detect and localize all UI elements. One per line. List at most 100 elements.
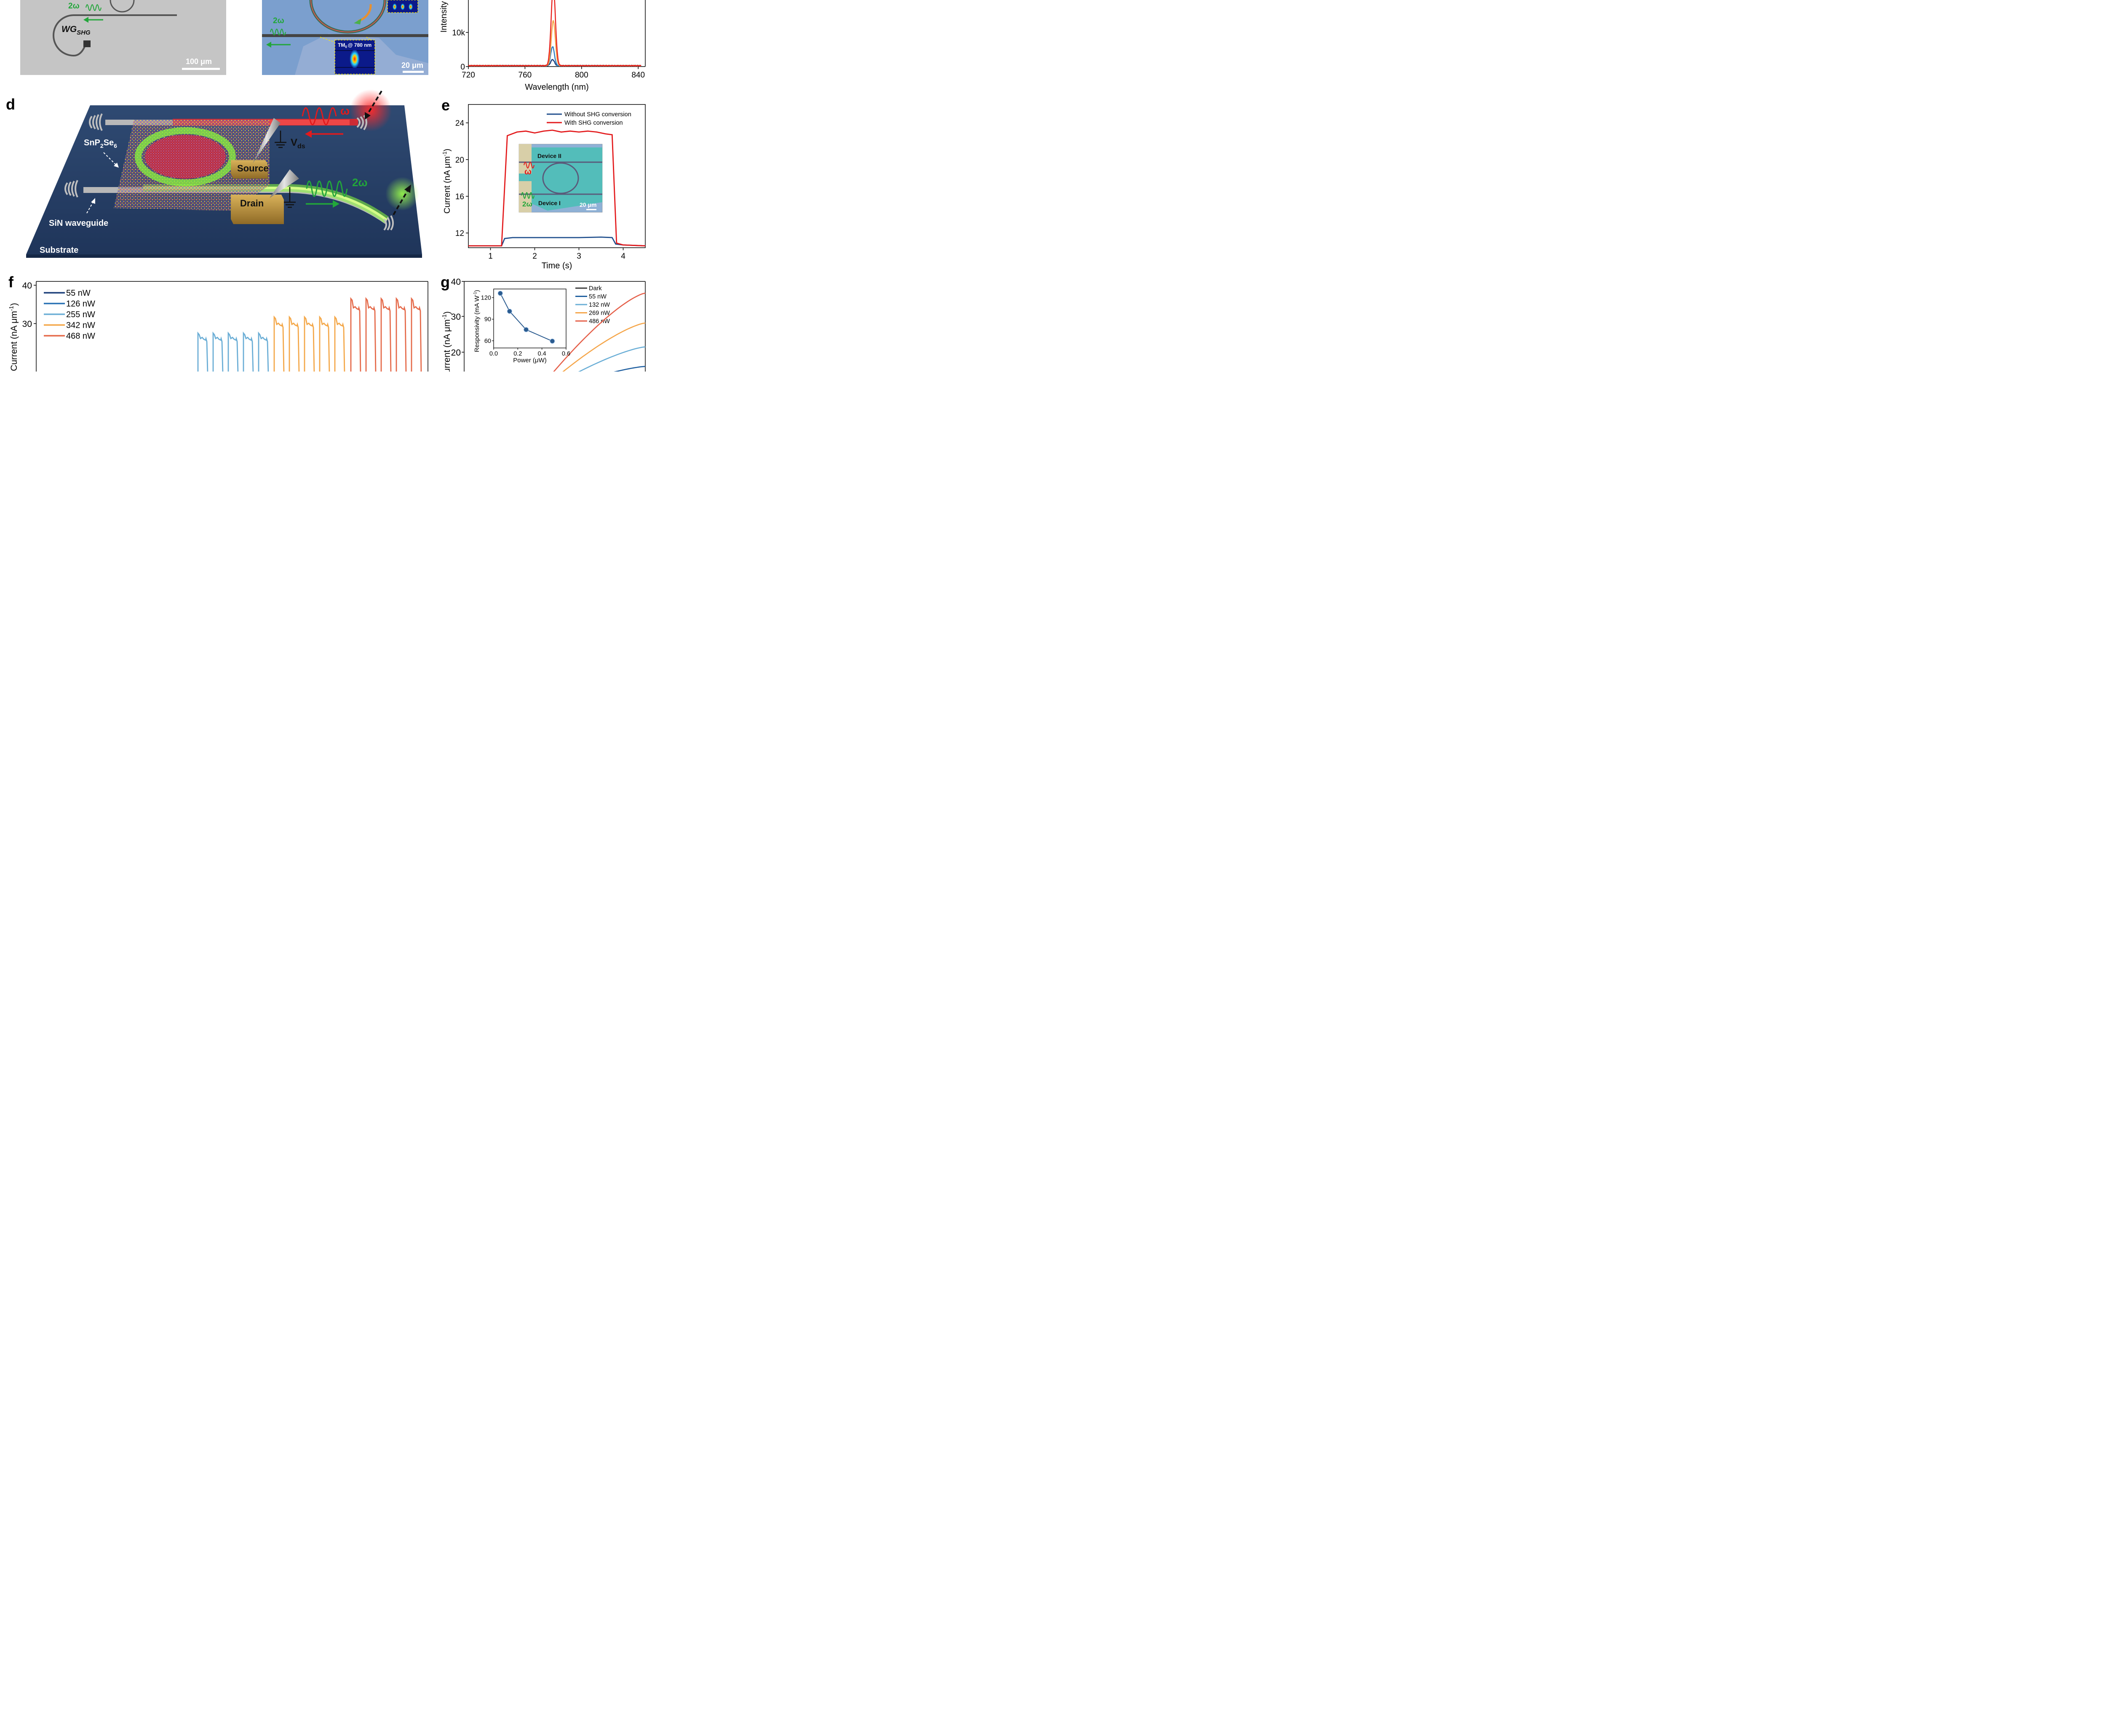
y-tick-label: 24 [455,119,465,128]
green-glow [385,177,419,211]
pulse-trace [334,315,345,372]
pulse-trace [319,315,330,372]
x-tick-label: 2 [532,252,537,261]
pulse-trace [197,331,208,372]
x-tick-label: 3 [577,252,581,261]
panel-label-f: f [8,273,14,291]
probe-tip-source [253,118,281,163]
x-tick-label: 720 [462,71,475,80]
inset-x-axis-label: Power (μW) [513,357,546,364]
pulse-trace [227,331,239,372]
pulse-trace [365,297,377,372]
legend-label: With SHG conversion [564,120,623,126]
material-label: SnP2Se6 [84,138,117,149]
output-beam-arrow [393,190,409,216]
source-label: Source [237,163,269,174]
wave-icon [270,29,286,35]
y-tick-label: 40 [451,277,461,287]
inset-x-tick-label: 0.2 [513,350,522,357]
drain-electrode [231,195,284,224]
ground-icon [275,131,296,208]
wave-icon [306,180,348,197]
sin-waveguide-bottom [83,187,388,224]
legend-label: 55 nW [589,294,607,300]
y-tick-label: 30 [22,319,32,329]
grating-coupler-icon [64,113,394,231]
device2-label: Device II [537,152,561,159]
y-tick-label: 40 [22,281,32,291]
y-tick-label: 20 [455,156,464,165]
panel-label-d: d [6,96,15,113]
mode-label: TM0@ 780 nm [338,42,371,49]
inset-point [550,338,555,344]
iv-curve [553,292,646,372]
inset-x-tick-label: 0.4 [538,350,546,357]
drain-label: Drain [240,198,264,209]
x-tick-label: 840 [631,71,645,80]
pulse-trace [396,297,407,372]
legend-label: 468 nW [66,332,95,341]
pulse-trace [258,331,269,372]
y-axis-label: Current (nA μm-1) [8,303,19,371]
pulse-trace [350,297,361,372]
legend-label: 126 nW [66,300,95,309]
inset-y-tick-label: 60 [484,338,491,345]
x-tick-label: 1 [488,252,493,261]
legend-label: 342 nW [66,321,95,330]
probe-tip-drain [270,169,299,198]
omega-label: ω [340,104,350,117]
plot-frame [468,104,646,248]
inset-y-tick-label: 120 [481,294,491,301]
x-axis-label: Wavelength (nm) [525,83,589,92]
legend-label: 132 nW [589,302,610,308]
pulse-trace [380,297,392,372]
waveguide-shg [53,14,177,57]
input-beam-arrow [366,90,382,115]
scale-bar [403,71,424,73]
source-electrode [231,160,268,179]
wave-icon [521,192,535,199]
y-tick-label: 16 [455,193,464,201]
panel-b: 2ω TM0@ 780 nm 20 μm [262,0,428,75]
y-tick-label: 20 [451,348,461,358]
panel-b-signal-label: 2ω [273,16,284,25]
ring-resonator [135,127,236,186]
x-tick-label: 4 [621,252,625,261]
ring-resonator [110,0,135,13]
inset-e-image: Device II Device I ω 2ω 20 μm [518,144,603,213]
inset-two-omega-label: 2ω [522,200,532,208]
panel-a-signal-label: 2ω [68,2,80,11]
panel-label-g: g [441,273,450,291]
y-axis-label: Current (nA μm-1) [441,311,452,372]
pulse-trace [304,315,315,372]
y-tick-label: 0 [460,63,465,72]
x-tick-label: 800 [575,71,588,80]
current-line [468,129,646,246]
iv-curve [613,366,646,372]
device1-label: Device I [538,200,561,206]
bus-waveguide [262,34,428,37]
current-line [468,236,646,246]
legend-label: 55 nW [66,289,91,298]
inset-point [524,327,529,332]
substrate-label: Substrate [40,246,78,255]
legend-label: Without SHG conversion [564,111,631,118]
legend-label: 269 nW [589,310,610,317]
inset-omega-label: ω [524,167,532,177]
vds-label: Vds [291,137,305,150]
iv-curve [562,322,646,372]
inset-frame [493,289,567,348]
scale-bar [586,209,596,210]
y-tick-label: 12 [455,229,464,238]
y-tick-label: 10k [452,29,465,37]
scale-bar [182,68,220,70]
pulse-trace [212,331,224,372]
inset-scale-label: 20 μm [580,201,596,208]
y-axis-label: Responsivity (mA W-1) [473,290,481,352]
panel-d: d Source Drain [6,89,422,258]
